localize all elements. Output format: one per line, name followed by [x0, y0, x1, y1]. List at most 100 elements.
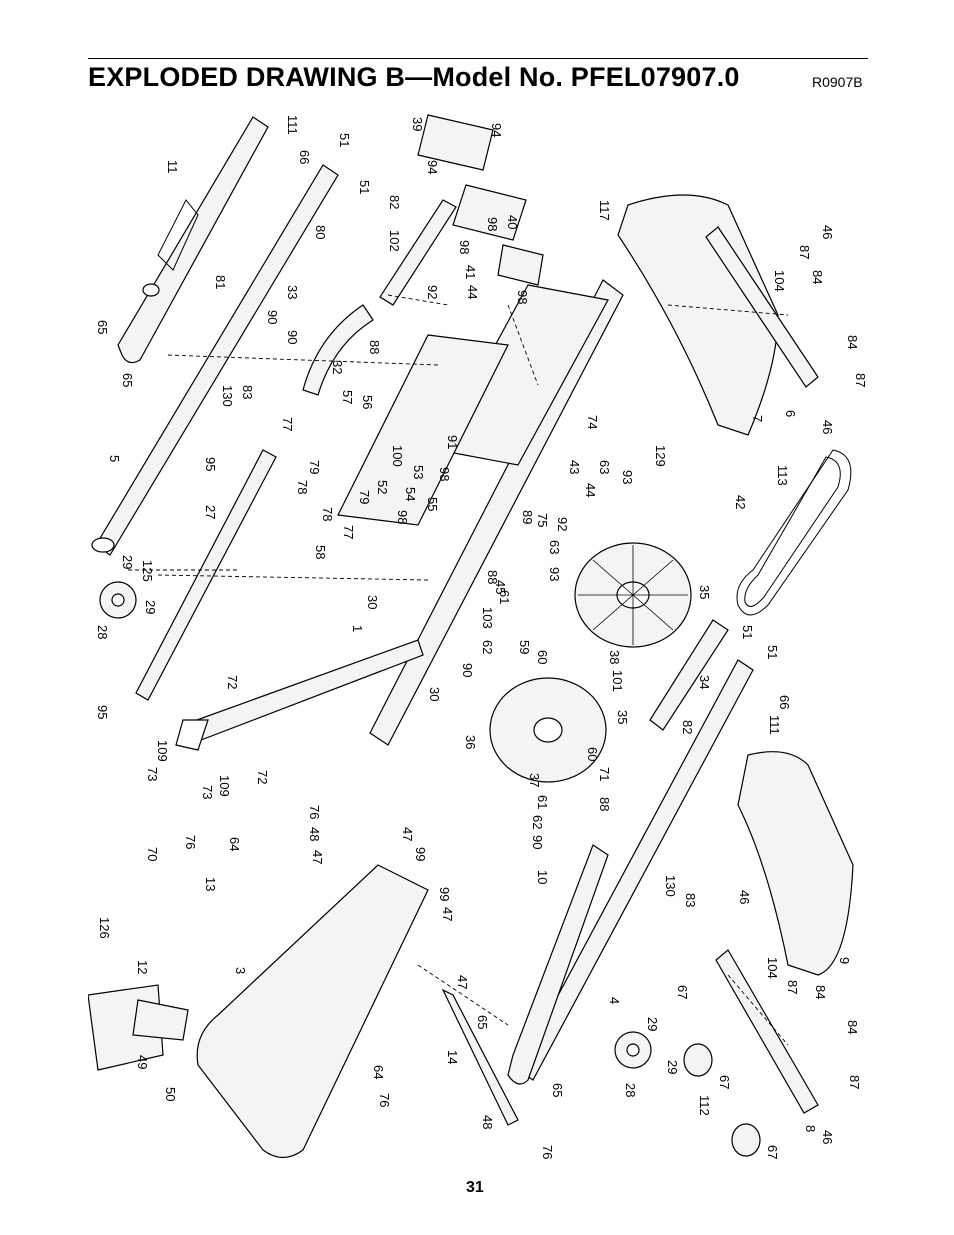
callout-67: 67	[765, 1145, 780, 1159]
callout-40: 40	[505, 215, 520, 229]
callout-14: 14	[445, 1050, 460, 1064]
guide-rail	[135, 449, 277, 701]
callout-126: 126	[97, 917, 112, 939]
pedal-platform	[196, 864, 429, 1159]
callout-82: 82	[387, 195, 402, 209]
callout-7: 7	[750, 415, 765, 422]
stride-arm-upper	[91, 164, 339, 556]
callout-78: 78	[295, 480, 310, 494]
callout-56: 56	[360, 395, 375, 409]
callout-59: 59	[517, 640, 532, 654]
callout-48: 48	[480, 1115, 495, 1129]
callout-72: 72	[225, 675, 240, 689]
callout-77: 77	[341, 525, 356, 539]
callout-44: 44	[465, 285, 480, 299]
ramp-guide	[302, 304, 374, 396]
callout-labels: 111 66 51 51 11 65 65 81 90 90 33 80 82 …	[95, 115, 868, 1159]
callout-90: 90	[460, 663, 475, 677]
callout-10: 10	[535, 870, 550, 884]
callout-46: 46	[820, 225, 835, 239]
callout-111: 111	[285, 115, 300, 135]
callout-44: 44	[583, 483, 598, 497]
callout-125: 125	[140, 560, 155, 582]
callout-98: 98	[485, 217, 500, 231]
callout-129: 129	[653, 445, 668, 467]
callout-47: 47	[455, 975, 470, 989]
callout-76: 76	[183, 835, 198, 849]
callout-66: 66	[297, 150, 312, 164]
callout-60: 60	[585, 747, 600, 761]
callout-53: 53	[411, 465, 426, 479]
callout-38: 38	[607, 650, 622, 664]
callout-112: 112	[697, 1095, 712, 1116]
callout-9: 9	[837, 957, 852, 964]
exploded-drawing: 111 66 51 51 11 65 65 81 90 90 33 80 82 …	[88, 105, 878, 1175]
electronics-assembly	[417, 114, 544, 286]
callout-70: 70	[145, 847, 160, 861]
callout-94: 94	[425, 160, 440, 174]
callout-99: 99	[437, 887, 452, 901]
callout-104: 104	[772, 270, 787, 292]
callout-55: 55	[425, 497, 440, 511]
callout-3: 3	[233, 967, 248, 974]
callout-43: 43	[567, 460, 582, 474]
callout-90: 90	[285, 330, 300, 344]
callout-130: 130	[663, 875, 678, 897]
callout-64: 64	[227, 837, 242, 851]
callout-76: 76	[540, 1145, 555, 1159]
drawing-code: R0907B	[812, 74, 863, 90]
callout-41: 41	[463, 265, 478, 279]
callout-65: 65	[475, 1015, 490, 1029]
axle-tube	[441, 988, 519, 1126]
callout-39: 39	[410, 117, 425, 131]
pulley-large	[489, 677, 607, 783]
callout-47: 47	[310, 850, 325, 864]
front-stabilizer	[715, 949, 819, 1114]
callout-30: 30	[427, 687, 442, 701]
pedal-arm-upper	[117, 116, 269, 364]
callout-74: 74	[585, 415, 600, 429]
roller-wheel-upper	[99, 581, 137, 619]
callout-98: 98	[395, 510, 410, 524]
stride-arm-lower	[517, 659, 754, 1081]
callout-60: 60	[535, 650, 550, 664]
callout-117: 117	[597, 200, 612, 221]
callout-35: 35	[697, 585, 712, 599]
callout-87: 87	[785, 980, 800, 994]
callout-4: 4	[607, 997, 622, 1004]
callout-62: 62	[480, 640, 495, 654]
callout-45: 45	[493, 580, 508, 594]
callout-98: 98	[457, 240, 472, 254]
callout-88: 88	[367, 340, 382, 354]
right-shroud-upper	[617, 194, 779, 436]
callout-104: 104	[765, 957, 780, 979]
callout-79: 79	[307, 460, 322, 474]
callout-83: 83	[683, 893, 698, 907]
callout-63: 63	[547, 540, 562, 554]
callout-130: 130	[220, 385, 235, 407]
callout-65: 65	[120, 373, 135, 387]
callout-87: 87	[797, 245, 812, 259]
callout-47: 47	[440, 907, 455, 921]
callout-77: 77	[280, 417, 295, 431]
callout-76: 76	[377, 1093, 392, 1107]
callout-75: 75	[535, 513, 550, 527]
callout-88: 88	[597, 797, 612, 811]
callout-111: 111	[767, 715, 782, 735]
callout-32: 32	[330, 360, 345, 374]
callout-76: 76	[307, 805, 322, 819]
callout-42: 42	[733, 495, 748, 509]
callout-67: 67	[675, 985, 690, 999]
callout-84: 84	[845, 1020, 860, 1034]
callout-37: 37	[527, 773, 542, 787]
callout-109: 109	[217, 775, 232, 797]
callout-79: 79	[357, 490, 372, 504]
callout-30: 30	[365, 595, 380, 609]
callout-101: 101	[610, 670, 625, 692]
callout-6: 6	[783, 410, 798, 417]
callout-52: 52	[375, 480, 390, 494]
callout-34: 34	[697, 675, 712, 689]
callout-88: 88	[485, 570, 500, 584]
callout-103: 103	[480, 607, 495, 629]
header-rule	[88, 58, 868, 59]
